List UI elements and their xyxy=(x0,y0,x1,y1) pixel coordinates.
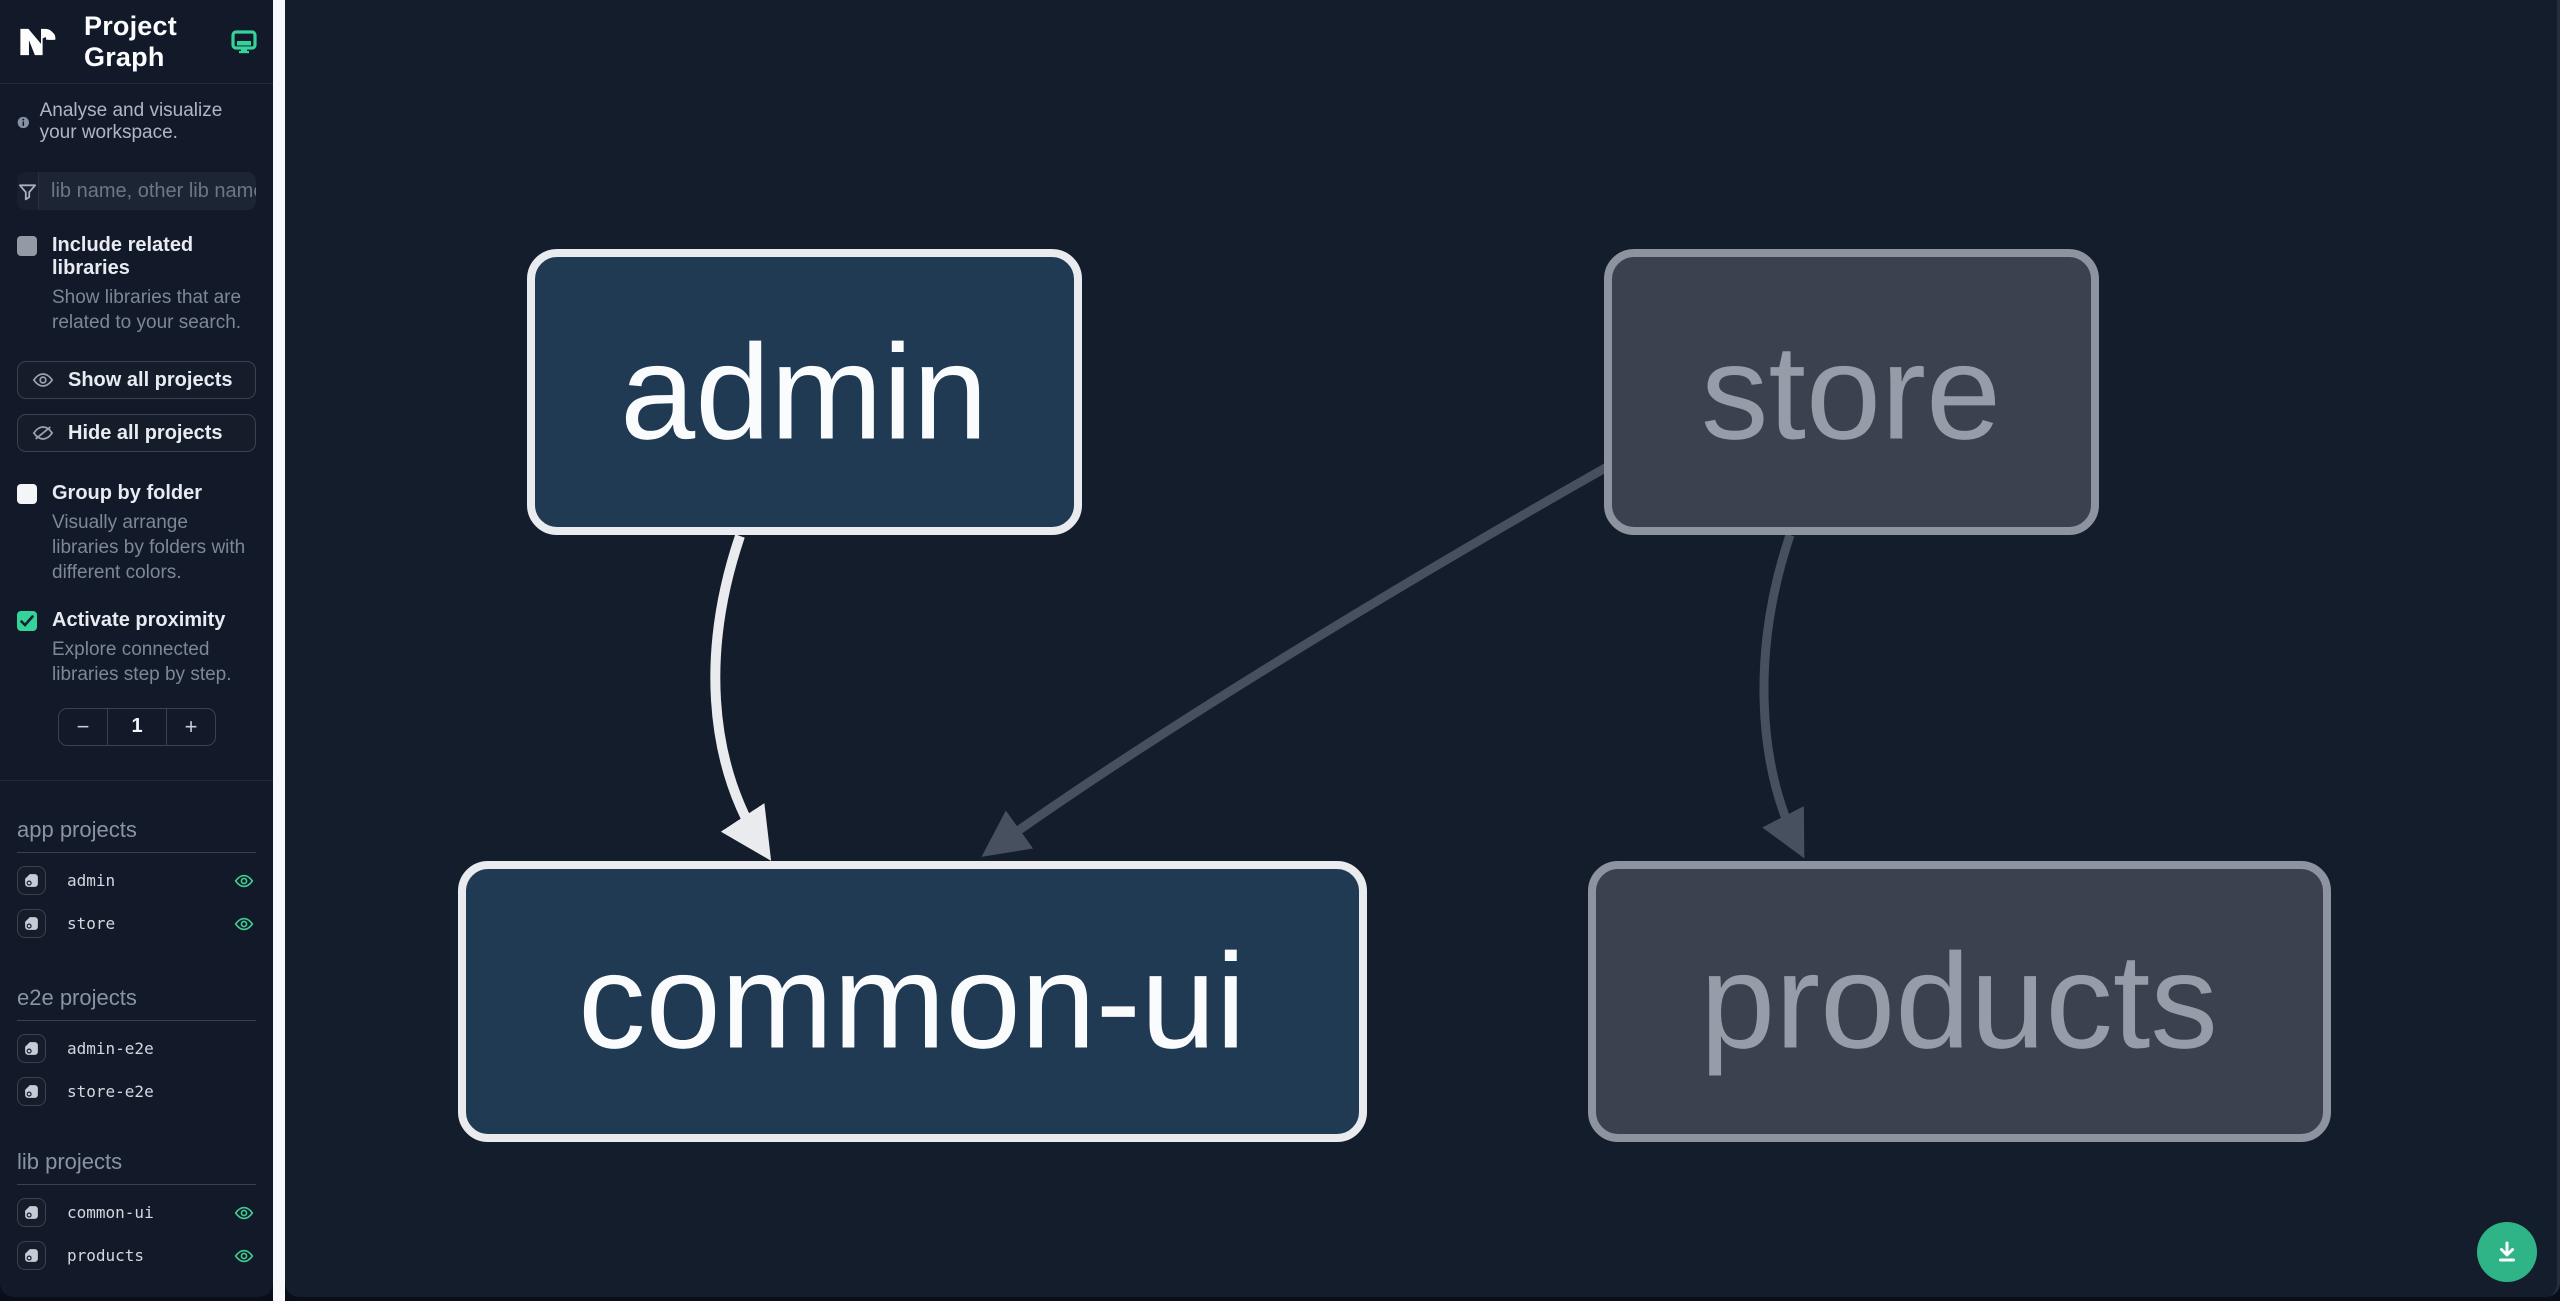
toggle-visibility-eye-icon[interactable] xyxy=(234,1248,254,1264)
panel-resize-gutter[interactable] xyxy=(273,0,285,1301)
proximity-decrement-button[interactable]: − xyxy=(59,709,107,745)
project-name: store xyxy=(67,914,116,934)
project-graph-svg: admin store common-ui products xyxy=(458,249,2331,1142)
edge-admin-to-common-ui[interactable] xyxy=(710,534,772,861)
hide-all-projects-label: Hide all projects xyxy=(68,421,223,444)
show-all-projects-button[interactable]: Show all projects xyxy=(17,361,256,400)
project-doc-icon xyxy=(25,1206,38,1219)
project-doc-icon xyxy=(25,1042,38,1055)
focus-project-button[interactable] xyxy=(17,909,46,939)
edge-store-to-common-ui[interactable] xyxy=(981,463,1610,857)
node-common-ui[interactable]: common-ui xyxy=(458,861,1367,1142)
project-doc-icon xyxy=(25,917,38,930)
section-title: app projects xyxy=(17,817,256,853)
activate-proximity-description: Explore connected libraries step by step… xyxy=(52,639,232,686)
toggle-visibility-eye-icon[interactable] xyxy=(234,873,254,889)
activate-proximity-label: Activate proximity xyxy=(52,609,226,632)
project-item-common-ui: common-ui xyxy=(17,1198,256,1228)
focus-project-button[interactable] xyxy=(17,1198,46,1228)
project-item-products: products xyxy=(17,1241,256,1271)
project-name: common-ui xyxy=(67,1203,154,1223)
project-name: products xyxy=(67,1246,145,1266)
node-products[interactable]: products xyxy=(1588,861,2331,1142)
graph-canvas[interactable]: admin store common-ui products xyxy=(285,0,2560,1297)
project-item-admin: admin xyxy=(17,866,256,896)
group-by-folder-description: Visually arrange libraries by folders wi… xyxy=(52,512,246,584)
toggle-visibility-eye-icon[interactable] xyxy=(234,916,254,932)
include-related-description: Show libraries that are related to your … xyxy=(52,287,242,334)
show-all-projects-label: Show all projects xyxy=(68,368,233,391)
toggle-visibility-eye-icon[interactable] xyxy=(234,1205,254,1221)
download-icon xyxy=(2499,1241,2515,1262)
node-admin[interactable]: admin xyxy=(527,249,1082,535)
search-box xyxy=(17,172,256,210)
section-e2e-projects: e2e projects admin-e2e xyxy=(17,985,256,1107)
proximity-increment-button[interactable]: + xyxy=(167,709,215,745)
activate-proximity-checkbox[interactable] xyxy=(17,611,37,632)
page-title: Project Graph xyxy=(84,10,177,72)
download-graph-button[interactable] xyxy=(2477,1222,2537,1282)
sidebar: Project Graph Analyse and visualize your… xyxy=(0,0,273,1297)
project-doc-icon xyxy=(25,1085,38,1098)
sidebar-divider xyxy=(0,779,273,781)
include-related-checkbox[interactable] xyxy=(17,236,37,256)
focus-project-button[interactable] xyxy=(17,1077,46,1107)
node-label: common-ui xyxy=(578,926,1246,1077)
project-name: admin xyxy=(67,871,116,891)
node-label: products xyxy=(1700,926,2218,1077)
focus-project-button[interactable] xyxy=(17,1241,46,1271)
debugger-monitor-icon[interactable] xyxy=(231,29,257,54)
check-icon xyxy=(20,615,34,628)
search-input[interactable] xyxy=(39,172,256,210)
project-doc-icon xyxy=(25,1249,38,1262)
section-title: e2e projects xyxy=(17,985,256,1021)
focus-project-button[interactable] xyxy=(17,866,46,896)
project-name: admin-e2e xyxy=(67,1039,154,1059)
project-item-store: store xyxy=(17,909,256,939)
nx-logo-icon xyxy=(20,28,56,55)
eye-off-icon xyxy=(32,426,54,440)
activate-proximity-row: Activate proximity Explore connected lib… xyxy=(17,609,256,687)
sidebar-header: Project Graph xyxy=(0,0,273,84)
group-by-folder-label: Group by folder xyxy=(52,482,202,505)
eye-icon xyxy=(32,373,54,387)
workspace-info: Analyse and visualize your workspace. xyxy=(17,100,256,144)
include-related-label: Include related libraries xyxy=(52,234,194,279)
node-label: admin xyxy=(620,317,988,468)
project-doc-icon xyxy=(25,874,38,887)
include-related-row: Include related libraries Show libraries… xyxy=(17,234,256,335)
proximity-stepper: − 1 + xyxy=(58,707,216,746)
proximity-value: 1 xyxy=(107,708,167,745)
project-item-store-e2e: store-e2e xyxy=(17,1077,256,1107)
node-label: store xyxy=(1701,317,2001,468)
group-by-folder-row: Group by folder Visually arrange librari… xyxy=(17,482,256,585)
info-icon xyxy=(17,116,29,128)
filter-funnel-icon xyxy=(17,172,39,210)
hide-all-projects-button[interactable]: Hide all projects xyxy=(17,414,256,453)
workspace-info-text: Analyse and visualize your workspace. xyxy=(39,100,223,143)
focus-project-button[interactable] xyxy=(17,1034,46,1064)
group-by-folder-checkbox[interactable] xyxy=(17,484,37,505)
project-name: store-e2e xyxy=(67,1082,154,1102)
edge-store-to-products[interactable] xyxy=(1759,533,1805,859)
section-title: lib projects xyxy=(17,1149,256,1185)
project-item-admin-e2e: admin-e2e xyxy=(17,1034,256,1064)
node-store[interactable]: store xyxy=(1604,249,2099,535)
section-lib-projects: lib projects common-ui xyxy=(17,1149,256,1271)
section-app-projects: app projects admin xyxy=(17,817,256,939)
